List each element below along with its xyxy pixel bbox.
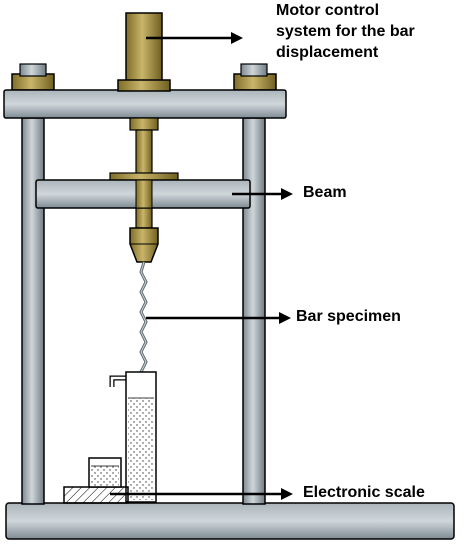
motor-arrow [146, 32, 243, 44]
beam-label: Beam [303, 184, 347, 201]
bar-specimen-arrow [146, 312, 291, 324]
right-column [242, 117, 266, 505]
base-plate [5, 502, 455, 540]
chuck [129, 227, 159, 263]
left-bolt [19, 63, 47, 77]
bar-specimen-label: Bar specimen [296, 308, 401, 325]
beam-shaft-pass [135, 179, 153, 209]
overflow-tube [109, 375, 126, 387]
right-bolt [240, 63, 268, 77]
motor-label-line3: displacement [276, 44, 379, 61]
lower-flange [129, 117, 159, 131]
electronic-scale-arrow [110, 488, 293, 500]
electronic-scale-label: Electronic scale [303, 484, 425, 501]
top-crossbar [3, 89, 287, 119]
motor-flange [117, 79, 171, 92]
beam-arrow [232, 188, 293, 200]
water-fill [128, 398, 154, 500]
left-column [21, 117, 45, 505]
motor-housing [125, 12, 163, 84]
motor-label-line1: Motor control [276, 2, 380, 19]
motor-label-line2: system for the bar [276, 23, 415, 40]
